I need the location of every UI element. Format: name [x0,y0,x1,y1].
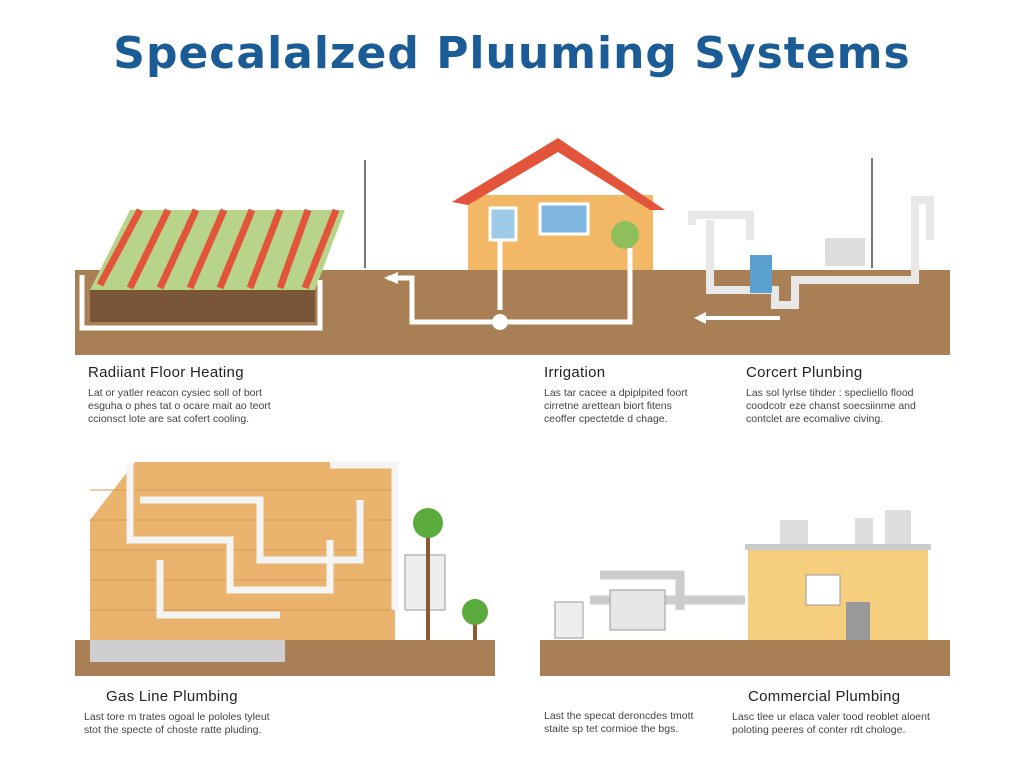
desc-line: ccionsct lote are sat cofert cooling. [88,413,250,425]
desc-line: Lat or yatler reacon cysiec soll of bort [88,387,262,399]
section-radiant-floor-heating: Radiiant Floor Heating Lat or yatler rea… [88,364,348,426]
desc-line: Las tar cacee a dpiplpited foort [544,387,688,399]
commercial-illustration [540,510,950,676]
desc-line: Last tore m trates ogoal le pololes tyle… [84,711,270,723]
desc-line: contclet are ecomalive civing. [746,413,884,425]
section-heading: Commercial Plumbing [748,688,901,705]
desc-line: Las sol lyrlse tihder : specliello flood [746,387,914,399]
section-heading: Radiiant Floor Heating [88,364,244,381]
page-title: Specalalzed Pluuming Systems [113,28,911,79]
house-illustration [364,138,665,330]
desc-line: staite sp tet cormioe the bgs. [544,723,679,735]
section-commercial-plumbing: Commercial Plumbing Lasc tlee ur elaca v… [732,688,942,737]
section-heading: Irrigation [544,364,606,381]
gas-line-illustration [75,461,495,676]
desc-line: stot the specte of choste ratte pluding. [84,724,262,736]
section-concert-plumbing: Corcert Plunbing Las sol lyrlse tihder :… [746,364,946,426]
desc-line: Lasc tlee ur elaca valer tood reoblet al… [732,711,930,723]
desc-line: esguha o phes tat o ocare mait ao teort [88,400,271,412]
desc-line: ceoffer cpectetde d chage. [544,413,668,425]
concert-plumbing-illustration [688,158,934,324]
section-irrigation: Irrigation Las tar cacee a dpiplpited fo… [544,364,724,426]
desc-line: Last the specat deroncdes tmott [544,710,694,722]
section-heading: Corcert Plunbing [746,364,863,381]
desc-line: cirretne arettean biort fitens [544,400,672,412]
radiant-floor-illustration [79,208,345,331]
desc-line: poloting peeres of conter rdt chologe. [732,724,906,736]
section-heading: Gas Line Plumbing [106,688,238,705]
desc-line: coodcotr eze chanst soecsiinme and [746,400,916,412]
section-gas-line-plumbing: Gas Line Plumbing Last tore m trates ogo… [84,688,324,737]
